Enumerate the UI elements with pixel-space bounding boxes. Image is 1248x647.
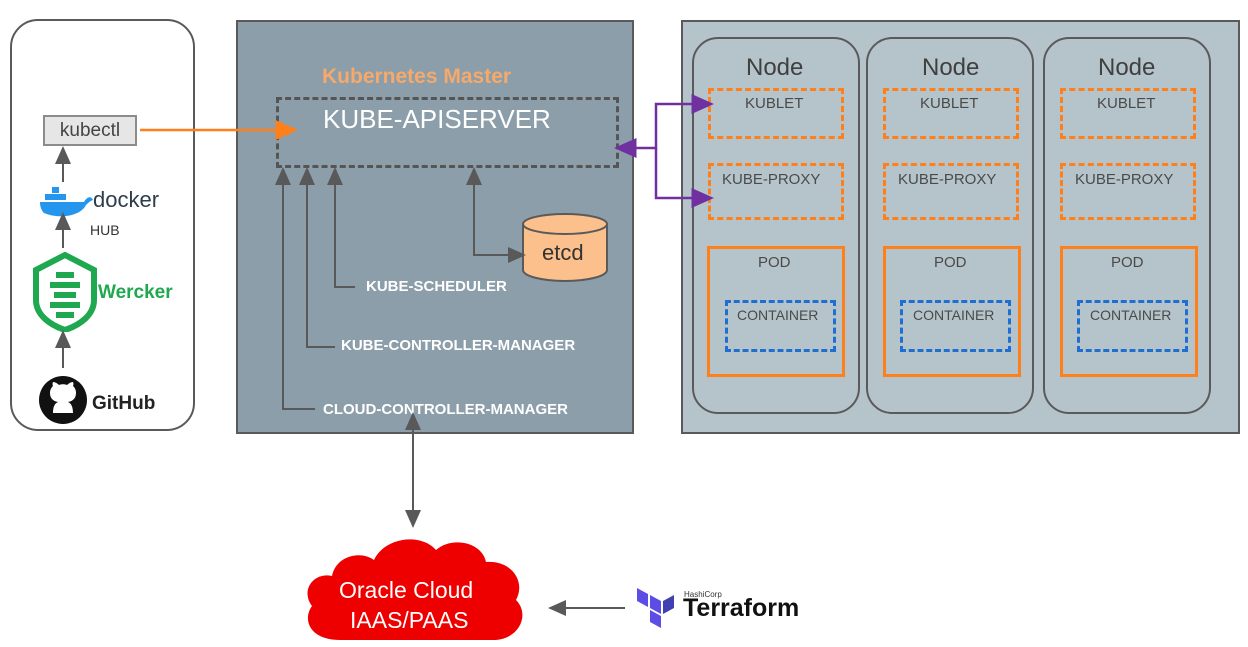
- terraform-vendor: HashiCorp: [684, 590, 722, 599]
- apiserver-to-kublet-arrow: [614, 94, 714, 158]
- oracle-cloud-shape: [307, 539, 523, 640]
- kube-apiserver-label: KUBE-APISERVER: [323, 104, 551, 134]
- oracle-cloud-line1: Oracle Cloud: [339, 577, 474, 603]
- container-box: [1077, 300, 1188, 352]
- master-title: Kubernetes Master: [322, 65, 512, 88]
- controller-manager-arrow: [299, 167, 335, 348]
- pod-label: POD: [934, 254, 967, 271]
- apiserver-to-proxy-arrow: [654, 148, 714, 208]
- terraform-logo-icon: [637, 588, 674, 628]
- kube-proxy-label: KUBE-PROXY: [722, 171, 821, 188]
- github-octocat-icon: [39, 376, 87, 424]
- kublet-label: KUBLET: [1097, 95, 1156, 112]
- kublet-label: KUBLET: [920, 95, 979, 112]
- kubectl-box[interactable]: kubectl: [43, 115, 137, 146]
- kublet-box: [883, 88, 1019, 139]
- etcd-label: etcd: [542, 240, 584, 265]
- container-label: CONTAINER: [1090, 307, 1172, 323]
- pod-label: POD: [1111, 254, 1144, 271]
- pod-label: POD: [758, 254, 791, 271]
- kublet-box: [1060, 88, 1196, 139]
- kublet-label: KUBLET: [745, 95, 804, 112]
- docker-hub-label: HUB: [90, 222, 120, 238]
- pod-box: [883, 246, 1021, 377]
- etcd-cylinder: [522, 213, 608, 282]
- container-label: CONTAINER: [737, 307, 819, 323]
- kube-proxy-box: [883, 163, 1019, 220]
- docker-label: docker: [93, 187, 160, 212]
- toolchain-panel: [10, 19, 195, 431]
- node-title: Node: [746, 54, 804, 81]
- kube-proxy-label: KUBE-PROXY: [1075, 171, 1174, 188]
- kube-scheduler-label: KUBE-SCHEDULER: [366, 278, 507, 295]
- container-label: CONTAINER: [913, 307, 995, 323]
- container-box: [900, 300, 1011, 352]
- kube-proxy-label: KUBE-PROXY: [898, 171, 997, 188]
- terraform-label: Terraform: [683, 594, 800, 622]
- pod-box: [1060, 246, 1198, 377]
- kube-proxy-box: [1060, 163, 1196, 220]
- node-title: Node: [1098, 54, 1156, 81]
- github-label: GitHub: [92, 393, 156, 414]
- wercker-label: Wercker: [98, 282, 173, 303]
- cloud-controller-manager-arrow: [275, 167, 315, 410]
- cloud-controller-manager-label: CLOUD-CONTROLLER-MANAGER: [323, 401, 568, 418]
- docker-whale-icon: [40, 187, 93, 217]
- node-title: Node: [922, 54, 980, 81]
- container-box: [725, 300, 836, 352]
- kube-controller-manager-label: KUBE-CONTROLLER-MANAGER: [341, 337, 576, 354]
- pod-box: [707, 246, 845, 377]
- scheduler-arrow: [327, 167, 355, 288]
- oracle-cloud-line2: IAAS/PAAS: [350, 607, 469, 633]
- etcd-arrow: [466, 167, 526, 263]
